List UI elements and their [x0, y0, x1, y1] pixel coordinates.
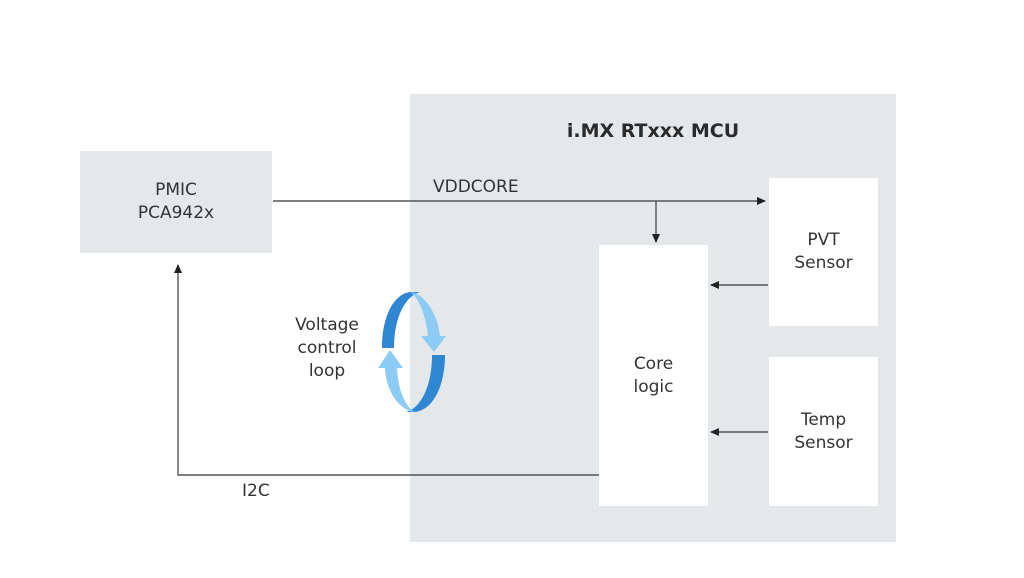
voltage-loop-label-1: Voltage: [295, 315, 359, 335]
mcu-title: i.MX RTxxx MCU: [566, 120, 740, 142]
pvt-sensor-label-1: PVT: [807, 230, 840, 250]
loop-arrow-dark-bottom: [406, 355, 445, 412]
i2c-wire: [174, 264, 599, 476]
core-logic-label-1: Core: [633, 353, 674, 374]
pmic-part-label: PCA942x: [137, 203, 215, 223]
loop-arrow-light-bottom: [378, 350, 415, 412]
pmic-label: PMIC: [155, 180, 197, 200]
voltage-loop-label-3: loop: [308, 361, 346, 381]
pvt-sensor-block: PVT Sensor: [769, 178, 878, 326]
loop-arrow-light-top: [410, 292, 446, 352]
core-logic-block: Core logic: [599, 245, 708, 506]
pmic-block: PMIC PCA942x: [80, 151, 272, 253]
voltage-loop-label: Voltage control loop: [282, 314, 372, 383]
loop-arrow-dark-top: [382, 292, 420, 348]
voltage-loop-icon: [378, 292, 446, 412]
temp-sensor-label-2: Sensor: [794, 432, 853, 453]
temp-sensor-label-1: Temp: [800, 409, 847, 430]
pvt-sensor-label-2: Sensor: [794, 253, 853, 273]
core-logic-label-2: logic: [633, 376, 674, 397]
vddcore-label: VDDCORE: [433, 177, 519, 197]
temp-sensor-block: Temp Sensor: [769, 357, 878, 506]
i2c-label: I2C: [242, 481, 270, 501]
voltage-loop-label-2: control: [297, 338, 357, 358]
